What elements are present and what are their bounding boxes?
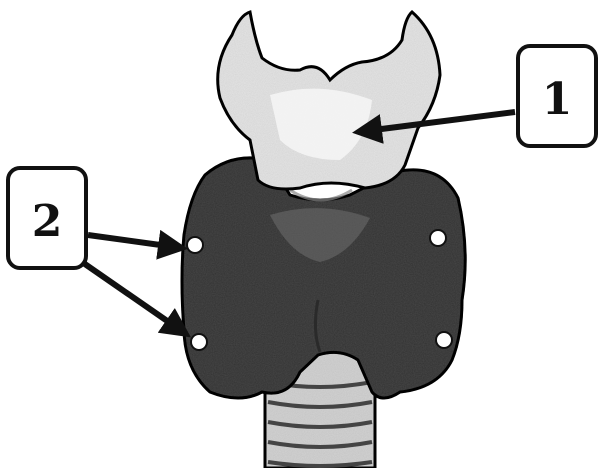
parathyroid-lower-left — [191, 334, 207, 350]
label-1-box: 1 — [518, 46, 596, 146]
arrow-label-2-upper — [88, 235, 182, 248]
parathyroid-upper-left — [187, 237, 203, 253]
label-1-text: 1 — [542, 74, 573, 125]
label-2-box: 2 — [8, 168, 86, 268]
label-2-text: 2 — [32, 196, 63, 247]
parathyroid-lower-right — [436, 332, 452, 348]
arrow-label-2-lower — [82, 262, 186, 334]
parathyroid-upper-right — [430, 230, 446, 246]
